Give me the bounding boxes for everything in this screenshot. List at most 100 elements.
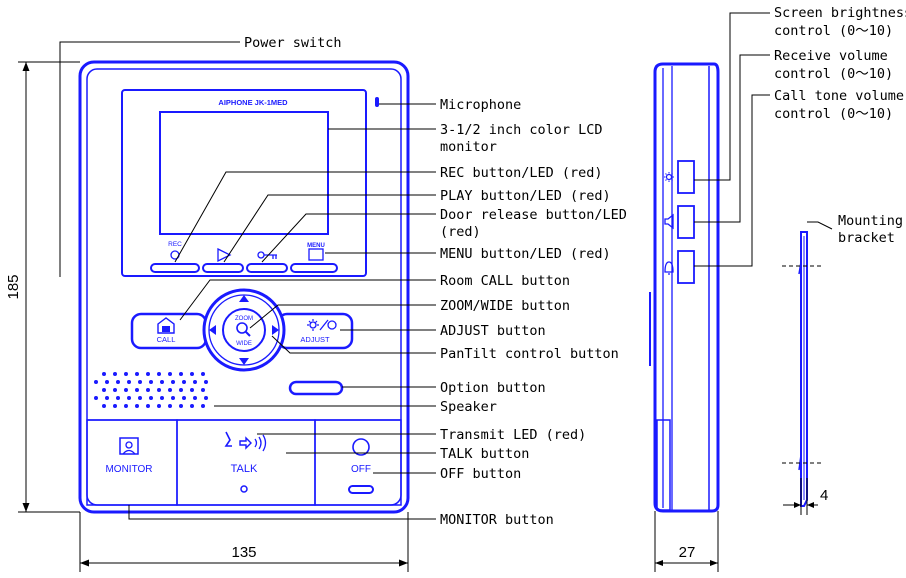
off-label: OFF xyxy=(351,464,371,475)
call-label: CALL xyxy=(157,335,176,344)
zoom-wide-button[interactable] xyxy=(222,308,266,352)
speaker-hole xyxy=(157,388,161,392)
speaker-hole xyxy=(135,388,139,392)
arrow-left-icon xyxy=(209,325,216,335)
pantilt-control-button[interactable] xyxy=(202,288,286,372)
door-release-button[interactable] xyxy=(246,263,288,273)
speaker-hole xyxy=(113,388,117,392)
speaker-hole xyxy=(193,380,197,384)
receive-callout-line1: Receive volume xyxy=(774,48,888,64)
power-switch-callout: Power switch xyxy=(244,35,342,51)
brightness-control[interactable] xyxy=(677,160,695,194)
bracket-leader xyxy=(807,221,833,230)
off-callout: OFF button xyxy=(440,466,521,482)
speaker-grille xyxy=(94,372,208,408)
arrow-down-icon xyxy=(239,358,249,365)
calltone-callout-line2: control (0～10) xyxy=(774,106,893,122)
receive-volume-control[interactable] xyxy=(677,205,695,239)
brightness-callout-line2: control (0～10) xyxy=(774,23,893,39)
adjust-label: ADJUST xyxy=(300,335,330,344)
speaker-hole xyxy=(171,380,175,384)
front-leaders xyxy=(59,41,436,520)
talk-icon xyxy=(224,431,267,452)
lcd-callout-line1: 3-1/2 inch color LCD xyxy=(440,122,603,138)
rec-label: REC xyxy=(168,241,182,248)
rec-button[interactable] xyxy=(150,263,200,273)
speaker-hole xyxy=(168,372,172,376)
speaker-hole xyxy=(127,380,131,384)
speaker-hole xyxy=(201,388,205,392)
monitor-callout: MONITOR button xyxy=(440,512,554,528)
speaker-hole xyxy=(138,380,142,384)
speaker-hole xyxy=(94,380,98,384)
speaker-hole xyxy=(160,380,164,384)
speaker-hole xyxy=(149,396,153,400)
adjust-callout: ADJUST button xyxy=(440,323,546,339)
zoom-wide-callout: ZOOM/WIDE button xyxy=(440,298,570,314)
wide-label: WIDE xyxy=(236,341,252,347)
speaker-hole xyxy=(135,404,139,408)
speaker-hole xyxy=(105,380,109,384)
sun-icon xyxy=(664,172,674,182)
off-button-led xyxy=(348,485,374,494)
speaker-hole xyxy=(190,404,194,408)
mounting-bracket xyxy=(782,231,822,507)
magnifier-icon xyxy=(236,322,251,337)
bracket-callout-line2: bracket xyxy=(838,230,895,246)
calltone-volume-control[interactable] xyxy=(677,250,695,284)
speaker-hole xyxy=(201,372,205,376)
off-icon xyxy=(352,438,370,456)
speaker-hole xyxy=(157,404,161,408)
housing-outer xyxy=(78,60,410,514)
door-release-callout-line1: Door release button/LED xyxy=(440,207,627,223)
brand-model-label: AIPHONE JK-1MED xyxy=(218,98,288,107)
speaker-hole xyxy=(116,396,120,400)
speaker-hole xyxy=(201,404,205,408)
height-dimension: 185 xyxy=(5,274,22,299)
speaker-hole xyxy=(193,396,197,400)
speaker-hole xyxy=(171,396,175,400)
door-release-callout-line2: (red) xyxy=(440,224,481,240)
call-icon xyxy=(157,317,175,334)
speaker-hole xyxy=(204,380,208,384)
speaker-hole xyxy=(124,372,128,376)
transmit-led xyxy=(240,485,248,493)
bracket-dimension-value: 4 xyxy=(820,487,828,504)
speaker-hole xyxy=(138,396,142,400)
speaker-hole xyxy=(102,388,106,392)
speaker-hole xyxy=(124,388,128,392)
speaker-hole xyxy=(204,396,208,400)
speaker-callout: Speaker xyxy=(440,399,497,415)
lcd-monitor xyxy=(159,111,329,235)
talk-label: TALK xyxy=(231,463,258,475)
speaker-hole xyxy=(116,380,120,384)
front-callouts: Power switch Microphone 3-1/2 inch color… xyxy=(244,35,627,528)
speaker-icon xyxy=(664,213,674,230)
monitor-button[interactable] xyxy=(86,419,178,506)
zoom-label: ZOOM xyxy=(235,316,253,322)
room-call-callout: Room CALL button xyxy=(440,273,570,289)
monitor-icon xyxy=(119,437,139,455)
talk-callout: TALK button xyxy=(440,446,529,462)
transmit-led-callout: Transmit LED (red) xyxy=(440,427,586,443)
side-dimensions: 27 xyxy=(654,511,719,572)
arrow-right-icon xyxy=(272,325,279,335)
speaker-hole xyxy=(182,380,186,384)
monitor-label: MONITOR xyxy=(105,464,152,475)
microphone xyxy=(375,97,379,107)
menu-callout: MENU button/LED (red) xyxy=(440,246,611,262)
speaker-hole xyxy=(102,372,106,376)
speaker-hole xyxy=(149,380,153,384)
screen-bezel xyxy=(121,89,367,277)
menu-button[interactable] xyxy=(290,263,338,273)
play-callout: PLAY button/LED (red) xyxy=(440,188,611,204)
menu-icon xyxy=(308,248,324,261)
speaker-hole xyxy=(102,404,106,408)
speaker-hole xyxy=(146,404,150,408)
option-button[interactable] xyxy=(288,380,344,396)
side-callouts: Screen brightness control (0～10) Receive… xyxy=(774,5,906,122)
option-callout: Option button xyxy=(440,380,546,396)
speaker-hole xyxy=(94,396,98,400)
off-button[interactable] xyxy=(314,419,402,506)
play-button[interactable] xyxy=(202,263,244,273)
